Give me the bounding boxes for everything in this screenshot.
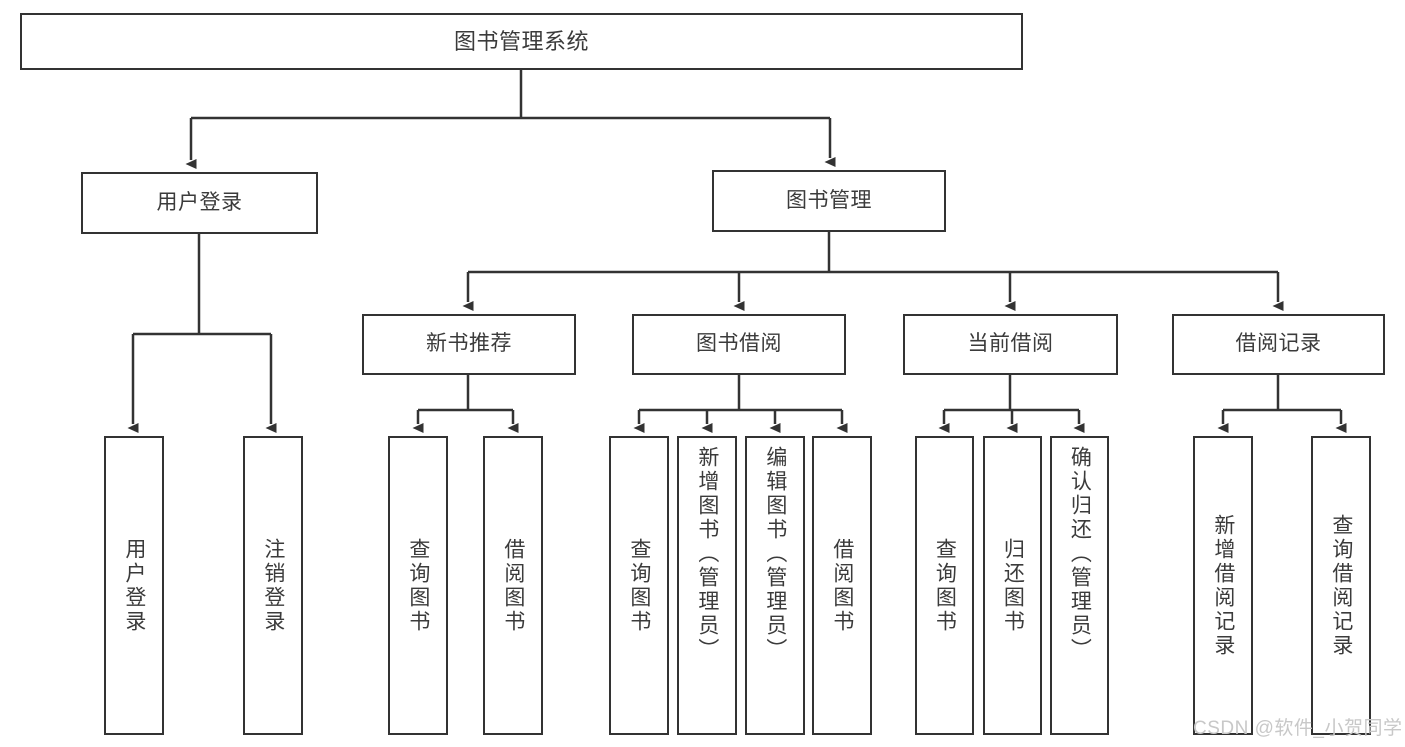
node-book-borrow[interactable]: 图书借阅 bbox=[632, 314, 846, 375]
node-current-borrow[interactable]: 当前借阅 bbox=[903, 314, 1118, 375]
node-root[interactable]: 图书管理系统 bbox=[20, 13, 1023, 70]
node-borrow-record[interactable]: 借阅记录 bbox=[1172, 314, 1385, 375]
node-borrow-record-label: 借阅记录 bbox=[1235, 332, 1322, 356]
leaf-query-borrow-record[interactable]: 查询借阅记录 bbox=[1311, 436, 1371, 735]
leaf-add-borrow-record-label: 新增借阅记录 bbox=[1211, 513, 1235, 658]
node-book-management[interactable]: 图书管理 bbox=[712, 170, 946, 232]
leaf-return-book[interactable]: 归还图书 bbox=[983, 436, 1042, 735]
node-root-label: 图书管理系统 bbox=[453, 28, 589, 54]
leaf-add-borrow-record[interactable]: 新增借阅记录 bbox=[1193, 436, 1253, 735]
node-book-management-label: 图书管理 bbox=[786, 188, 872, 212]
leaf-user-login-label: 用户登录 bbox=[122, 537, 146, 634]
leaf-logout[interactable]: 注销登录 bbox=[243, 436, 303, 735]
csdn-watermark: CSDN @软件_小贺同学 bbox=[1193, 718, 1403, 739]
leaf-edit-book-admin-label: 编辑图书（管理员） bbox=[763, 446, 787, 662]
node-user-login-label: 用户登录 bbox=[156, 190, 243, 214]
node-current-borrow-label: 当前借阅 bbox=[967, 332, 1054, 356]
leaf-logout-label: 注销登录 bbox=[261, 537, 285, 634]
leaf-confirm-return-admin-label: 确认归还（管理员） bbox=[1068, 446, 1092, 662]
node-user-login[interactable]: 用户登录 bbox=[81, 172, 318, 234]
node-new-book-recommend-label: 新书推荐 bbox=[426, 332, 512, 356]
leaf-borrow-book-2[interactable]: 借阅图书 bbox=[812, 436, 872, 735]
leaf-return-book-label: 归还图书 bbox=[1001, 537, 1025, 634]
leaf-add-book-admin[interactable]: 新增图书（管理员） bbox=[677, 436, 737, 735]
leaf-query-borrow-record-label: 查询借阅记录 bbox=[1329, 513, 1353, 658]
leaf-borrow-book-2-label: 借阅图书 bbox=[830, 537, 854, 634]
leaf-query-book-1[interactable]: 查询图书 bbox=[388, 436, 448, 735]
leaf-query-book-3-label: 查询图书 bbox=[933, 537, 957, 634]
leaf-add-book-admin-label: 新增图书（管理员） bbox=[695, 446, 719, 662]
node-book-borrow-label: 图书借阅 bbox=[696, 332, 782, 356]
node-new-book-recommend[interactable]: 新书推荐 bbox=[362, 314, 576, 375]
leaf-confirm-return-admin[interactable]: 确认归还（管理员） bbox=[1050, 436, 1109, 735]
leaf-borrow-book-1-label: 借阅图书 bbox=[501, 537, 525, 634]
leaf-user-login[interactable]: 用户登录 bbox=[104, 436, 164, 735]
leaf-query-book-2-label: 查询图书 bbox=[627, 537, 651, 634]
leaf-query-book-3[interactable]: 查询图书 bbox=[915, 436, 974, 735]
leaf-edit-book-admin[interactable]: 编辑图书（管理员） bbox=[745, 436, 805, 735]
leaf-borrow-book-1[interactable]: 借阅图书 bbox=[483, 436, 543, 735]
leaf-query-book-2[interactable]: 查询图书 bbox=[609, 436, 669, 735]
leaf-query-book-1-label: 查询图书 bbox=[406, 537, 430, 634]
